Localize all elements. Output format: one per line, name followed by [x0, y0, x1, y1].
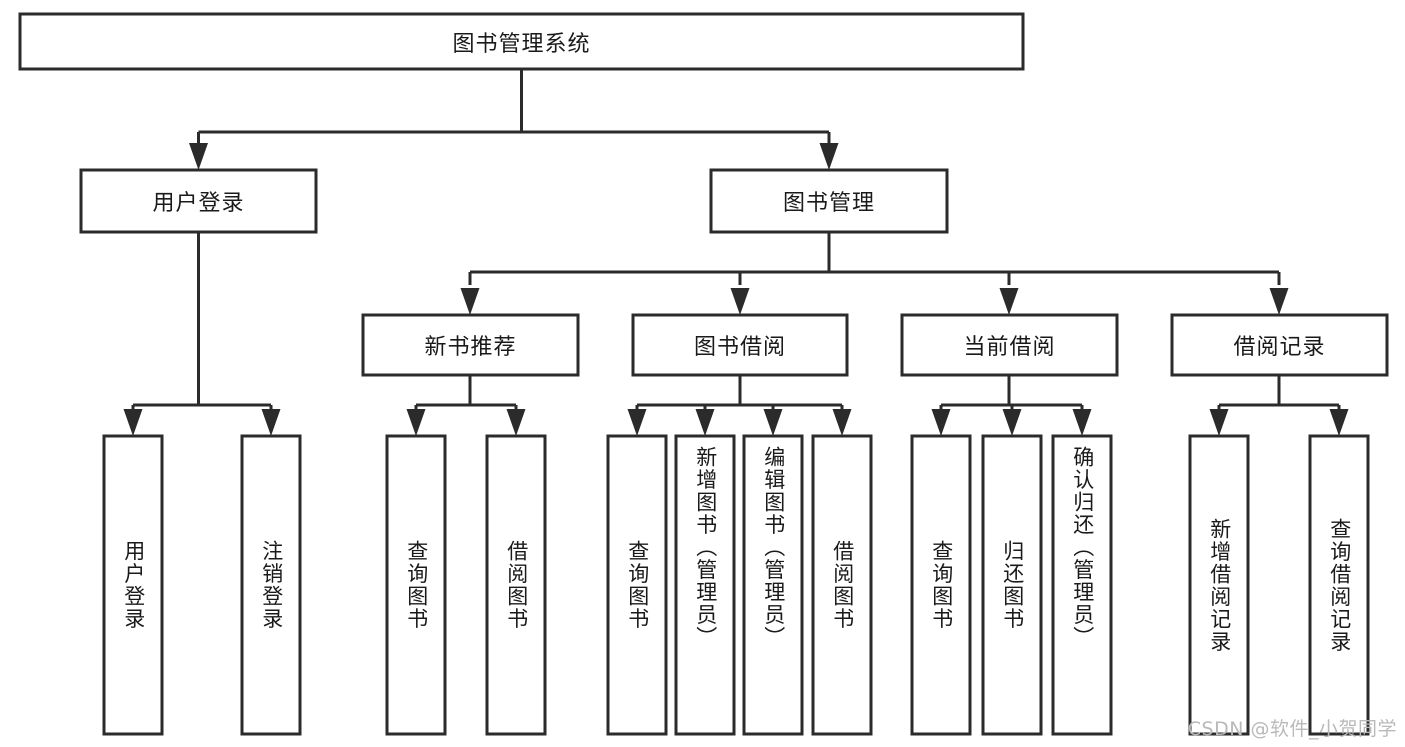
- arrow-head-book-management: [819, 143, 839, 170]
- node-leaf-borrow-book-1[interactable]: [485, 434, 547, 736]
- node-leaf-add-record[interactable]: [1188, 434, 1250, 736]
- arrow-head-leaf-user-login: [123, 409, 143, 436]
- node-leaf-return-book[interactable]: [981, 434, 1043, 736]
- arrow-head-new-book-recommend: [460, 288, 480, 315]
- arrow-head-user-login: [189, 143, 208, 170]
- node-leaf-add-book[interactable]: [674, 434, 736, 736]
- node-borrow-record[interactable]: [1170, 313, 1389, 377]
- arrow-head-leaf-add-record: [1209, 409, 1229, 436]
- node-leaf-query-book-1[interactable]: [385, 434, 447, 736]
- node-layer: [18, 12, 1389, 736]
- arrow-head-leaf-confirm-return: [1072, 409, 1092, 436]
- node-book-management[interactable]: [709, 168, 949, 234]
- node-leaf-edit-book[interactable]: [742, 434, 804, 736]
- arrow-head-leaf-query-book-1: [406, 409, 426, 436]
- arrow-head-leaf-return-book: [1002, 409, 1022, 436]
- node-leaf-query-book-3[interactable]: [910, 434, 972, 736]
- arrow-head-book-borrow: [730, 288, 750, 315]
- arrow-head-leaf-query-book-3: [931, 409, 951, 436]
- node-leaf-user-login[interactable]: [102, 434, 164, 736]
- node-new-book-recommend[interactable]: [361, 313, 580, 377]
- node-current-borrow[interactable]: [900, 313, 1119, 377]
- arrow-head-leaf-query-record: [1329, 409, 1349, 436]
- arrow-head-current-borrow: [999, 288, 1019, 315]
- node-user-login[interactable]: [79, 168, 318, 234]
- node-leaf-logout-login[interactable]: [240, 434, 302, 736]
- node-root[interactable]: [18, 12, 1025, 71]
- arrow-head-borrow-record: [1269, 288, 1289, 315]
- arrow-head-leaf-borrow-book-2: [832, 409, 852, 436]
- node-leaf-confirm-return[interactable]: [1051, 434, 1113, 736]
- connector-layer: [123, 69, 1349, 436]
- node-leaf-borrow-book-2[interactable]: [811, 434, 873, 736]
- arrow-head-leaf-query-book-2: [627, 409, 647, 436]
- arrow-head-leaf-edit-book: [763, 409, 783, 436]
- arrow-head-leaf-borrow-book-1: [506, 409, 526, 436]
- node-book-borrow[interactable]: [631, 313, 849, 377]
- arrow-head-leaf-logout-login: [261, 409, 281, 436]
- node-leaf-query-record[interactable]: [1308, 434, 1370, 736]
- arrow-head-leaf-add-book: [695, 409, 715, 436]
- node-leaf-query-book-2[interactable]: [606, 434, 668, 736]
